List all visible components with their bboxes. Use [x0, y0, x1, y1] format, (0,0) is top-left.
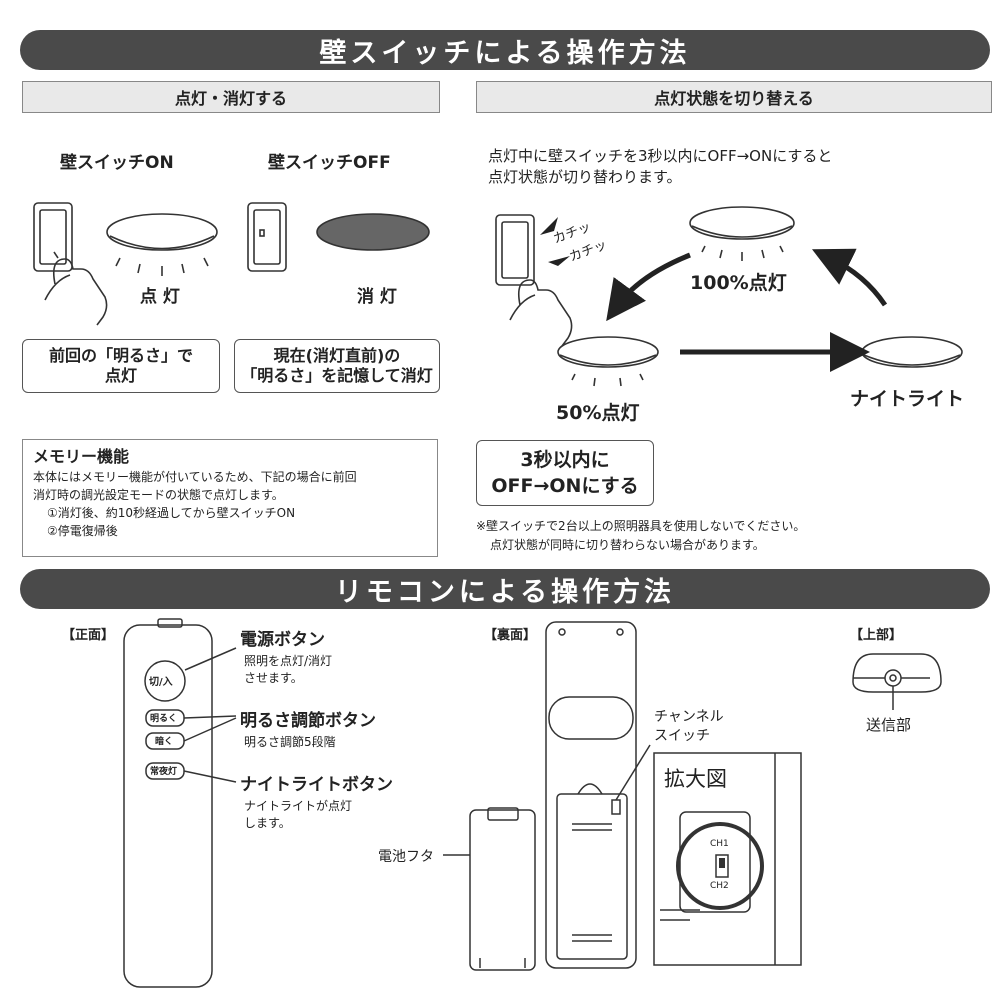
on-memory-box: 前回の「明るさ」で点灯 — [22, 339, 220, 393]
remote-back-icon — [545, 621, 637, 969]
dark-button[interactable]: 暗く — [155, 737, 174, 747]
night-title: ナイトライトボタン — [240, 775, 393, 795]
light-50-icon — [557, 336, 659, 368]
memory-line1: 本体にはメモリー機能が付いているため、下記の場合に前回 — [33, 470, 357, 484]
on-off-header-text: 点灯・消灯する — [174, 89, 287, 108]
remote-banner: リモコンによる操作方法 — [20, 569, 990, 609]
power-button[interactable]: 切/入 — [149, 677, 173, 688]
state-50-label: 50%点灯 — [556, 402, 640, 424]
three-second-line2: OFF→ONにする — [491, 475, 639, 497]
switch-state-header-text: 点灯状態を切り替える — [654, 89, 814, 108]
channel-label1: チャンネル — [654, 709, 724, 725]
wall-switch-title: 壁スイッチによる操作方法 — [319, 37, 691, 69]
ceiling-light-on-icon — [106, 213, 218, 251]
hand-icon — [52, 251, 108, 326]
dim-desc: 明るさ調節5段階 — [244, 735, 336, 749]
top-label: 【上部】 — [850, 628, 903, 643]
light-100-icon — [689, 206, 795, 240]
light-night-icon — [861, 336, 963, 368]
back-label: 【裏面】 — [484, 628, 537, 643]
three-second-box: 3秒以内に OFF→ONにする — [476, 440, 654, 506]
dim-title: 明るさ調節ボタン — [240, 711, 376, 731]
warning-note-line2: 点灯状態が同時に切り替わらない場合があります。 — [490, 538, 765, 552]
zoom-label: 拡大図 — [664, 767, 727, 791]
wall-switch-on-icon — [33, 202, 73, 272]
off-box-line2: 「明るさ」を記憶して消灯 — [241, 366, 433, 385]
channel-label2: スイッチ — [654, 728, 710, 744]
transmitter-icon — [884, 669, 902, 687]
zoom-circle — [676, 822, 764, 910]
front-label: 【正面】 — [62, 628, 115, 643]
off-memory-box: 現在(消灯直前)の「明るさ」を記憶して消灯 — [234, 339, 440, 393]
three-second-line1: 3秒以内に — [520, 449, 610, 471]
switch-on-label: 壁スイッチON — [60, 153, 174, 173]
switch-desc-line2: 点灯状態が切り替わります。 — [488, 168, 682, 186]
state-night-label: ナイトライト — [850, 388, 965, 410]
arrow-night-to-100 — [812, 248, 888, 307]
memory-title: メモリー機能 — [33, 447, 130, 466]
on-box-line1: 前回の「明るさ」で — [48, 346, 193, 365]
state-100-label: 100%点灯 — [690, 272, 787, 294]
ceiling-light-off-icon — [316, 213, 430, 251]
transmitter-label: 送信部 — [866, 716, 912, 734]
ch1-label: CH1 — [710, 839, 729, 849]
switch-off-label: 壁スイッチOFF — [268, 153, 391, 173]
memory-item2: ②停電復帰後 — [47, 524, 118, 538]
night-desc2: します。 — [244, 816, 291, 830]
memory-function-box: メモリー機能 本体にはメモリー機能が付いているため、下記の場合に前回 消灯時の調… — [22, 439, 438, 557]
wall-switch-off-icon — [247, 202, 287, 272]
switch-desc-line1: 点灯中に壁スイッチを3秒以内にOFF→ONにすると — [488, 147, 833, 165]
power-desc1: 照明を点灯/消灯 — [244, 654, 333, 668]
on-box-line2: 点灯 — [104, 366, 137, 385]
warning-note-line1: ※壁スイッチで2台以上の照明器具を使用しないでください。 — [476, 519, 806, 533]
battery-cover-icon — [469, 809, 536, 971]
light-on-label: 点 灯 — [140, 287, 180, 307]
on-off-header: 点灯・消灯する — [22, 81, 440, 113]
wall-switch-click-icon — [495, 214, 535, 286]
night-desc1: ナイトライトが点灯 — [244, 799, 353, 813]
memory-line2: 消灯時の調光設定モードの状態で点灯します。 — [33, 488, 284, 502]
remote-title: リモコンによる操作方法 — [334, 576, 676, 608]
battery-cover-label: 電池フタ — [378, 849, 434, 865]
memory-item1: ①消灯後、約10秒経過してから壁スイッチON — [47, 506, 296, 520]
switch-state-header: 点灯状態を切り替える — [476, 81, 992, 113]
night-light-button[interactable]: 常夜灯 — [150, 767, 178, 777]
arrow-100-to-50 — [606, 252, 691, 322]
power-title: 電源ボタン — [240, 630, 325, 650]
light-off-label: 消 灯 — [357, 287, 397, 307]
power-desc2: させます。 — [244, 671, 303, 685]
off-box-line1: 現在(消灯直前)の — [273, 346, 401, 365]
ch2-label: CH2 — [710, 881, 729, 891]
bright-button[interactable]: 明るく — [150, 714, 178, 724]
wall-switch-banner: 壁スイッチによる操作方法 — [20, 30, 990, 70]
